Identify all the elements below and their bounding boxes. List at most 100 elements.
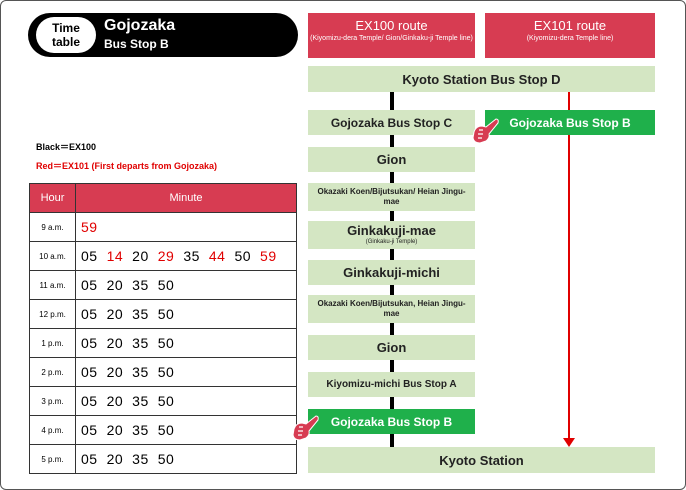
departure-minute: 20	[106, 306, 124, 322]
stop-gion-1: Gion	[308, 147, 475, 172]
minute-column-header: Minute	[75, 183, 297, 213]
hour-cell: 11 a.m.	[29, 270, 76, 300]
hour-cell: 9 a.m.	[29, 212, 76, 242]
route-subtitle-ex101: (Kiyomizu-dera Temple line)	[526, 35, 614, 42]
badge-line1: Time	[52, 21, 80, 35]
departure-minute: 20	[106, 364, 124, 380]
departure-minute: 50	[157, 393, 175, 409]
departure-minute: 20	[132, 248, 149, 264]
departure-minute: 50	[157, 277, 175, 293]
stop-label: Gojozaka Bus Stop B	[509, 115, 631, 130]
stop-gojozaka-c: Gojozaka Bus Stop C	[308, 110, 475, 135]
route-header-ex101: EX101 route (Kiyomizu-dera Temple line)	[485, 13, 655, 58]
departure-minute: 05	[81, 277, 98, 293]
table-row: 2 p.m. 05 20 35 50	[29, 357, 297, 387]
legend-ex101: Red＝EX101 (First departs from Gojozaka)	[36, 161, 218, 171]
table-row: 9 a.m. 59	[29, 212, 297, 242]
stop-label: Gojozaka Bus Stop B	[330, 414, 453, 429]
stop-label: Ginkakuji-mae	[347, 223, 436, 238]
stop-label: Gojozaka Bus Stop C	[330, 115, 453, 130]
stop-label: Kyoto Station Bus Stop D	[402, 71, 561, 87]
departure-minute: 05	[81, 335, 98, 351]
departure-minute: 29	[157, 248, 175, 264]
stop-label: Kyoto Station	[439, 452, 524, 468]
pointing-hand-icon	[292, 415, 319, 441]
stop-okazaki-1: Okazaki Koen/Bijutsukan/ Heian Jingu-mae	[308, 183, 475, 211]
departure-minute: 20	[106, 393, 124, 409]
stop-ginkakuji-michi: Ginkakuji-michi	[308, 260, 475, 285]
departure-minute: 20	[106, 451, 124, 467]
route-title-ex100: EX100 route	[355, 18, 428, 33]
departure-minute: 50	[157, 335, 175, 351]
route-title-ex101: EX101 route	[533, 18, 607, 33]
stop-gojozaka-b-ex101: Gojozaka Bus Stop B	[485, 110, 655, 135]
stop-label: Okazaki Koen/Bijutsukan, Heian Jingu-mae	[317, 299, 466, 318]
departure-minute: 50	[157, 364, 175, 380]
route-header-ex100: EX100 route (Kiyomizu-dera Temple/ Gion/…	[308, 13, 475, 58]
stop-label: Kiyomizu-michi Bus Stop A	[326, 379, 457, 390]
departure-minute: 35	[132, 335, 149, 351]
table-row: 3 p.m. 05 20 35 50	[29, 386, 297, 416]
pointing-hand-icon	[472, 118, 499, 144]
departure-minute: 35	[132, 364, 149, 380]
stop-kyoto-station: Kyoto Station	[308, 447, 655, 473]
departure-minute: 05	[81, 248, 98, 264]
hour-cell: 12 p.m.	[29, 299, 76, 329]
departure-minute: 20	[106, 335, 124, 351]
departure-minute: 05	[81, 422, 98, 438]
departure-minute: 05	[81, 393, 98, 409]
departure-minute: 50	[157, 422, 175, 438]
page-subtitle: Bus Stop B	[104, 37, 169, 51]
stop-gojozaka-b-ex100: Gojozaka Bus Stop B	[308, 409, 475, 434]
departure-minute: 20	[106, 422, 124, 438]
minutes-cell: 05 20 35 50	[75, 386, 297, 416]
departure-minute: 50	[157, 306, 175, 322]
hour-column-header: Hour	[29, 183, 76, 213]
minutes-cell: 05 20 35 50	[75, 299, 297, 329]
minutes-cell: 05 20 35 50	[75, 328, 297, 358]
stop-label: Ginkakuji-michi	[343, 265, 440, 280]
timetable-header-row: Hour Minute	[29, 183, 297, 213]
departure-minute: 50	[157, 451, 175, 467]
hour-cell: 1 p.m.	[29, 328, 76, 358]
table-row: 1 p.m. 05 20 35 50	[29, 328, 297, 358]
minutes-cell: 59	[75, 212, 297, 242]
departure-minute: 50	[234, 248, 252, 264]
departure-minute: 05	[81, 306, 98, 322]
stop-kiyomizu-michi-a: Kiyomizu-michi Bus Stop A	[308, 372, 475, 397]
stop-sublabel: (Ginkaku-ji Temple)	[365, 239, 418, 245]
ex101-route-line	[568, 92, 570, 442]
stop-label: Okazaki Koen/Bijutsukan/ Heian Jingu-mae	[317, 187, 466, 206]
minutes-cell: 05 20 35 50	[75, 357, 297, 387]
hour-cell: 3 p.m.	[29, 386, 76, 416]
badge-line2: table	[51, 35, 80, 49]
stop-ginkakuji-mae: Ginkakuji-mae (Ginkaku-ji Temple)	[308, 221, 475, 249]
timetable-badge: Time table	[36, 17, 96, 53]
ex101-route-arrow	[563, 438, 575, 447]
table-row: 12 p.m. 05 20 35 50	[29, 299, 297, 329]
stop-kyoto-station-d: Kyoto Station Bus Stop D	[308, 66, 655, 92]
stop-okazaki-2: Okazaki Koen/Bijutsukan, Heian Jingu-mae	[308, 295, 475, 323]
departure-minute: 44	[208, 248, 226, 264]
departure-minute: 35	[132, 306, 149, 322]
departure-minute: 05	[81, 364, 98, 380]
departure-minute: 05	[81, 451, 98, 467]
stop-label: Gion	[376, 152, 407, 167]
hour-cell: 5 p.m.	[29, 444, 76, 474]
departure-minute: 59	[81, 219, 98, 235]
departure-minute: 35	[132, 277, 149, 293]
hour-cell: 2 p.m.	[29, 357, 76, 387]
departure-minute: 35	[132, 393, 149, 409]
stop-gion-2: Gion	[308, 335, 475, 360]
stop-label: Gion	[376, 340, 407, 355]
route-subtitle-ex100: (Kiyomizu-dera Temple/ Gion/Ginkaku-ji T…	[310, 35, 473, 42]
hour-cell: 4 p.m.	[29, 415, 76, 445]
